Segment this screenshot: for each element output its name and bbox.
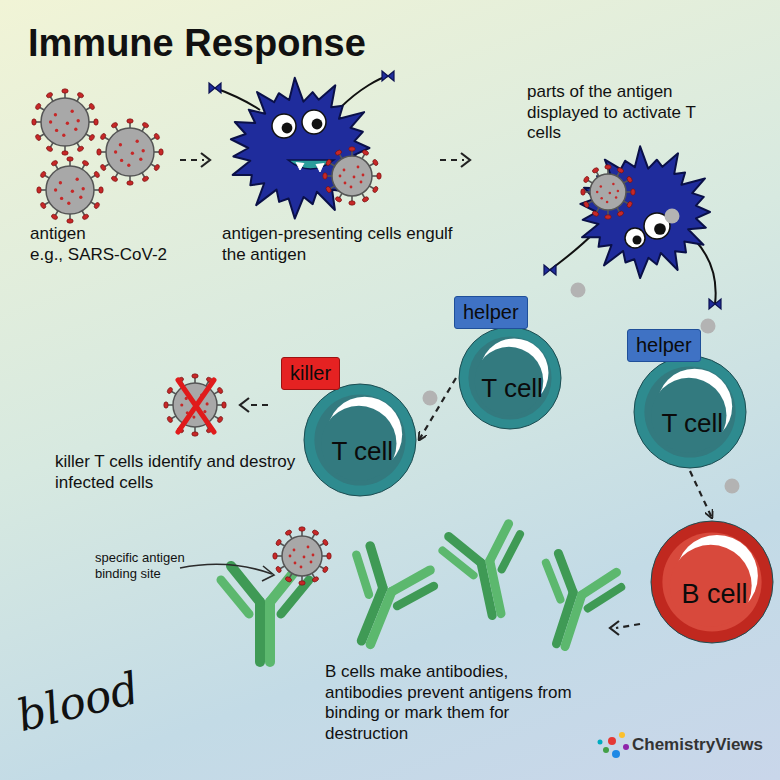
logo-dot — [603, 747, 609, 753]
cell-name: T cell — [481, 373, 543, 404]
t-cell: helperT cell — [633, 355, 747, 469]
cell-name: B cell — [681, 579, 747, 610]
step-label: antigen-presenting cells engulf the anti… — [222, 224, 467, 265]
cell-type-badge: helper — [454, 296, 528, 329]
step-label: parts of the antigen displayed to activa… — [527, 82, 717, 144]
logo-dot — [598, 740, 603, 745]
flow-arrow — [440, 153, 470, 167]
t-cell: helperT cell — [458, 326, 562, 430]
antigen-presenting-cell — [209, 71, 394, 219]
virus-particle — [37, 157, 103, 223]
cell-name: T cell — [661, 408, 723, 439]
cell-type-badge: killer — [281, 357, 340, 390]
step-label: killer T cells identify and destroy infe… — [55, 452, 310, 493]
antigen-fragment — [665, 209, 680, 224]
virus-particle — [97, 119, 163, 185]
antibody — [327, 542, 439, 658]
logo-dot — [623, 744, 629, 750]
step-label: B cells make antibodies, antibodies prev… — [325, 662, 580, 745]
activation-arrow — [690, 471, 712, 518]
example-label: e.g., SARS-CoV-2 — [30, 245, 167, 266]
antigen-fragment — [725, 479, 740, 494]
region-label: blood — [12, 661, 145, 743]
antigen-presenting-cell — [544, 146, 721, 309]
cross-mark — [178, 380, 214, 432]
logo-text: ChemistryViews — [632, 735, 763, 756]
logo-dot — [619, 732, 625, 738]
leader-arrowhead — [262, 566, 274, 581]
flow-arrow — [610, 621, 640, 635]
b-cell: B cell — [650, 520, 774, 644]
cell-type-badge: helper — [627, 329, 701, 362]
destroyed-antigen — [164, 374, 226, 436]
antigen-fragment — [423, 391, 438, 406]
activation-arrow — [419, 378, 456, 440]
antibody — [221, 566, 309, 662]
antibody — [523, 551, 625, 658]
t-cell: killerT cell — [303, 383, 417, 497]
flow-arrow — [180, 153, 210, 167]
cell-name: T cell — [331, 436, 393, 467]
leader-line — [180, 564, 272, 574]
engulfed-antigen — [581, 165, 635, 219]
logo-dot — [608, 737, 616, 745]
antigen-fragment — [701, 319, 716, 334]
virus-particle — [32, 89, 98, 155]
logo-dot — [612, 750, 620, 758]
antibody — [440, 522, 535, 623]
flow-arrow — [240, 398, 268, 412]
engulfed-antigen — [323, 147, 381, 205]
antigen-fragment — [571, 283, 586, 298]
title: Immune Response — [28, 20, 366, 66]
antigen-label: antigen — [30, 224, 86, 245]
callout-label: specific antigen binding site — [95, 550, 217, 582]
bound-antigen — [273, 527, 331, 585]
